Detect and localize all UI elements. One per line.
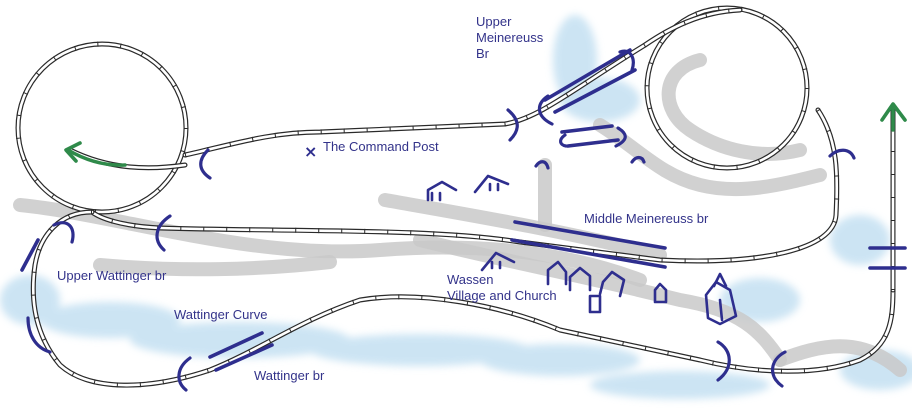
label-wattinger-curve: Wattinger Curve	[174, 307, 268, 322]
label-upper-meinereuss-br: Upper Meinereuss Br	[476, 14, 543, 62]
label-upper-wattinger-br: Upper Wattinger br	[57, 268, 167, 283]
label-line: Upper	[476, 14, 512, 29]
upper-meinereuss-bridge	[543, 48, 632, 102]
water-area	[0, 15, 912, 399]
middle-meinereuss-bridge	[513, 220, 667, 250]
command-post-marker: ×	[304, 142, 317, 161]
direction-arrow-up-icon	[880, 102, 907, 132]
label-line: Br	[476, 46, 489, 61]
tunnel-portal-icon	[26, 49, 856, 392]
label-command-post: The Command Post	[323, 139, 439, 154]
house-icon	[426, 174, 668, 314]
label-line: Meinereuss	[476, 30, 544, 45]
church-icon	[704, 272, 738, 326]
label-wattinger-br: Wattinger br	[254, 368, 325, 383]
label-wassen-village: Wassen Village and Church	[447, 272, 557, 304]
label-line: Wassen	[447, 272, 494, 287]
wattinger-bridge	[208, 331, 264, 359]
label-middle-meinereuss-br: Middle Meinereuss br	[584, 211, 709, 226]
direction-arrow-icon	[64, 141, 127, 167]
track-layout	[15, 5, 896, 388]
label-line: Village and Church	[447, 288, 557, 303]
bridge-icon	[20, 48, 907, 372]
